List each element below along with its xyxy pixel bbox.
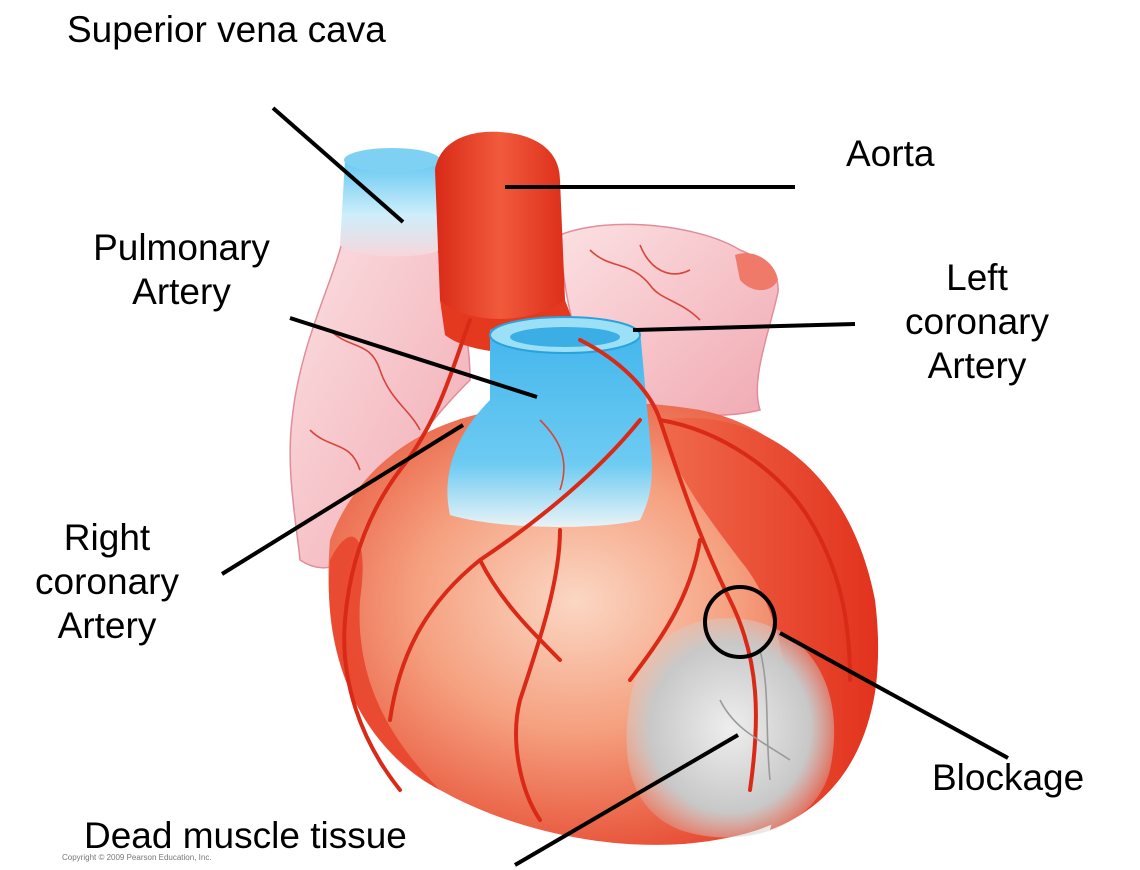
label-right-coronary-line3: Artery	[12, 604, 202, 648]
label-left-coronary-line1: Left	[882, 256, 1072, 300]
aorta	[435, 132, 565, 330]
vena-cava-opening	[344, 148, 440, 172]
label-dead-muscle-tissue: Dead muscle tissue	[84, 814, 407, 858]
label-right-coronary-line2: coronary	[12, 560, 202, 604]
label-left-coronary-line2: coronary	[882, 300, 1072, 344]
label-aorta: Aorta	[846, 132, 934, 176]
label-pulmonary-artery: Pulmonary Artery	[64, 226, 299, 314]
label-pulmonary-artery-line1: Pulmonary	[64, 226, 299, 270]
copyright-notice: Copyright © 2009 Pearson Education, Inc.	[62, 853, 212, 862]
label-right-coronary-artery: Right coronary Artery	[12, 516, 202, 648]
label-pulmonary-artery-line2: Artery	[64, 270, 299, 314]
label-superior-vena-cava: Superior vena cava	[67, 8, 386, 52]
label-left-coronary-artery: Left coronary Artery	[882, 256, 1072, 388]
label-blockage: Blockage	[932, 756, 1084, 800]
dead-tissue-patch	[627, 618, 835, 837]
label-right-coronary-line1: Right	[12, 516, 202, 560]
label-left-coronary-line3: Artery	[882, 344, 1072, 388]
